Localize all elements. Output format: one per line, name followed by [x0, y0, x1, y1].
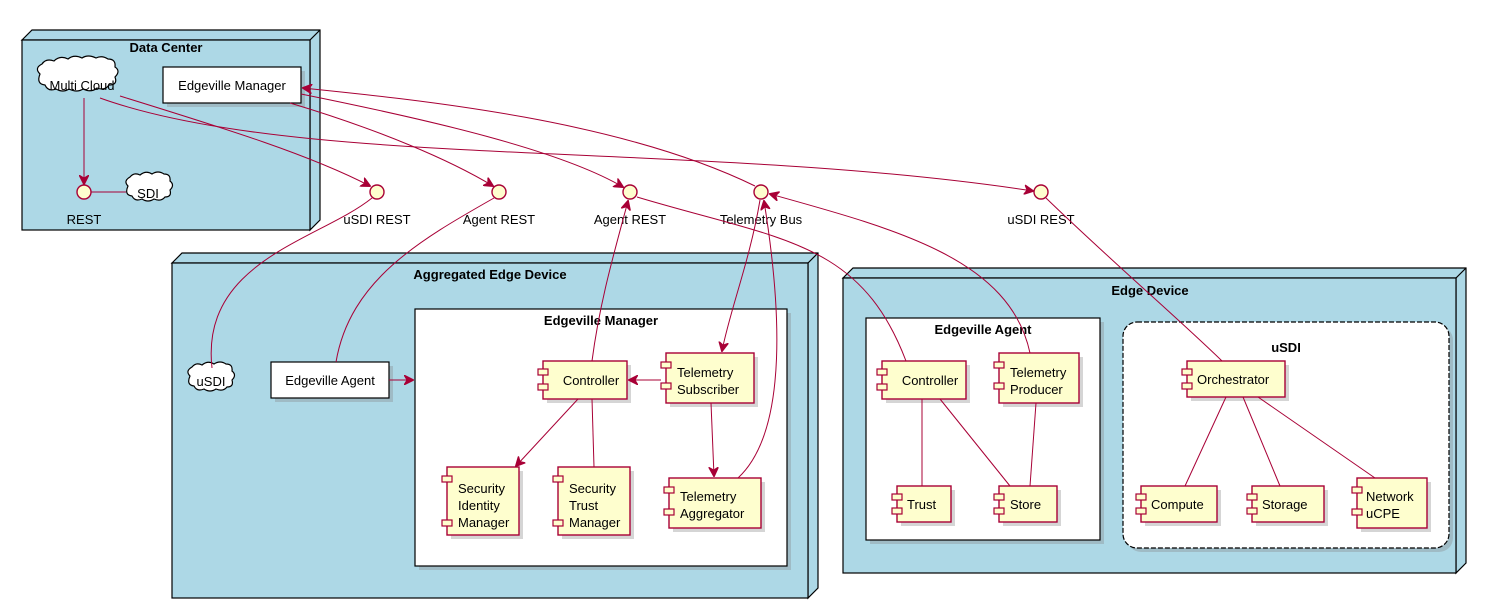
- edge-storage-label: Storage: [1262, 497, 1308, 512]
- stm-line3: Manager: [569, 515, 621, 530]
- edge-orchestrator[interactable]: Orchestrator: [1181, 360, 1289, 401]
- sim-line2: Identity: [458, 498, 500, 513]
- ta-line1: Telemetry: [680, 489, 737, 504]
- sdi-cloud[interactable]: SDI: [125, 171, 174, 202]
- connections: [84, 88, 1376, 487]
- edge-multicloud-usdirest2: [99, 97, 1033, 191]
- edge-producer-store: [1029, 402, 1037, 487]
- telemetry-bus-label: Telemetry Bus: [720, 212, 803, 227]
- edge-subscriber-aggregator: [711, 402, 714, 476]
- nu-line1: Network: [1366, 489, 1414, 504]
- agent-rest-label-2: Agent REST: [594, 212, 666, 227]
- agent-rest-interface-2[interactable]: Agent REST: [594, 184, 666, 227]
- dc-edgeville-manager-label: Edgeville Manager: [178, 78, 286, 93]
- edge-compute-label: Compute: [1151, 497, 1204, 512]
- edge-aggcontroller-agentrest2: [591, 201, 628, 362]
- stm-line1: Security: [569, 481, 616, 496]
- edge-compute[interactable]: Compute: [1135, 485, 1221, 526]
- edge-telemetrybus-subscriber: [722, 199, 761, 351]
- stm-line2: Trust: [569, 498, 599, 513]
- agg-edgeville-agent[interactable]: Edgeville Agent: [270, 361, 393, 402]
- agent-rest-label-1: Agent REST: [463, 212, 535, 227]
- sim-line3: Manager: [458, 515, 510, 530]
- agg-telemetry-subscriber-line1: Telemetry: [677, 365, 734, 380]
- edge-controller[interactable]: Controller: [876, 360, 970, 403]
- agg-usdi-cloud[interactable]: uSDI: [187, 361, 236, 392]
- usdi-rest-label-1: uSDI REST: [343, 212, 410, 227]
- edge-dcmanager-agentrest1: [289, 102, 493, 186]
- usdi-rest-label-2: uSDI REST: [1007, 212, 1074, 227]
- agg-controller-label: Controller: [563, 373, 620, 388]
- tp-line2: Producer: [1010, 382, 1063, 397]
- edge-edgecontroller-store: [939, 398, 1011, 487]
- agg-usdi-label: uSDI: [197, 374, 226, 389]
- telemetry-aggregator[interactable]: Telemetry Aggregator: [663, 477, 765, 532]
- edge-agentrest2-edgecontroller: [636, 196, 907, 362]
- edge-trust[interactable]: Trust: [891, 485, 955, 526]
- agg-controller[interactable]: Controller: [537, 360, 631, 403]
- edge-usdirest2-orchestrator: [1045, 197, 1223, 362]
- nu-line2: uCPE: [1366, 506, 1400, 521]
- rest-interface[interactable]: REST: [67, 184, 126, 227]
- security-identity-manager[interactable]: Security Identity Manager: [441, 466, 523, 539]
- edge-device-title: Edge Device: [1111, 283, 1188, 298]
- edge-edgeville-agent-title: Edgeville Agent: [934, 322, 1032, 337]
- agg-edgeville-manager-title: Edgeville Manager: [544, 313, 658, 328]
- telemetry-bus-interface[interactable]: Telemetry Bus: [720, 184, 803, 227]
- edge-network-ucpe[interactable]: Network uCPE: [1351, 477, 1431, 532]
- edge-controller-stm: [591, 398, 595, 468]
- edge-controller-label: Controller: [902, 373, 959, 388]
- edge-orch-compute: [1184, 396, 1227, 487]
- dc-edgeville-manager[interactable]: Edgeville Manager: [162, 66, 305, 107]
- edge-multicloud-usdirest1: [119, 95, 370, 186]
- sdi-label: SDI: [137, 186, 159, 201]
- agg-telemetry-subscriber[interactable]: Telemetry Subscriber: [660, 352, 758, 407]
- edge-dcmanager-agentrest2: [300, 93, 623, 187]
- edge-storage[interactable]: Storage: [1246, 485, 1328, 526]
- ta-line2: Aggregator: [680, 506, 745, 521]
- multi-cloud[interactable]: Multi Cloud: [36, 55, 119, 93]
- tp-line1: Telemetry: [1010, 365, 1067, 380]
- agent-rest-interface-1[interactable]: Agent REST: [463, 184, 535, 227]
- edge-aggregator-telemetrybus: [737, 201, 778, 479]
- edge-controller-sim: [516, 398, 579, 466]
- edge-telemetrybus-dcmanager: [303, 88, 756, 187]
- edge-store[interactable]: Store: [993, 485, 1061, 526]
- edge-store-label: Store: [1010, 497, 1041, 512]
- data-center-title: Data Center: [130, 40, 203, 55]
- sim-line1: Security: [458, 481, 505, 496]
- multi-cloud-label: Multi Cloud: [49, 78, 114, 93]
- edge-producer-telemetrybus: [770, 194, 1031, 354]
- edge-trust-label: Trust: [907, 497, 937, 512]
- edge-telemetry-producer[interactable]: Telemetry Producer: [993, 352, 1083, 407]
- agg-edgeville-agent-label: Edgeville Agent: [285, 373, 375, 388]
- edge-orch-storage: [1242, 396, 1281, 487]
- usdi-rest-interface-2[interactable]: uSDI REST: [1007, 184, 1075, 227]
- rest-label: REST: [67, 212, 102, 227]
- security-trust-manager[interactable]: Security Trust Manager: [552, 466, 634, 539]
- usdi-rest-interface-1[interactable]: uSDI REST: [343, 184, 411, 227]
- edge-orch-network: [1257, 396, 1376, 479]
- edge-usdi-title: uSDI: [1271, 340, 1301, 355]
- edge-orchestrator-label: Orchestrator: [1197, 372, 1270, 387]
- agg-telemetry-subscriber-line2: Subscriber: [677, 382, 740, 397]
- aggregated-edge-device-title: Aggregated Edge Device: [413, 267, 566, 282]
- edge-usdirest1-aggusdi: [210, 197, 373, 369]
- edge-agentrest1-aggagent: [335, 197, 495, 363]
